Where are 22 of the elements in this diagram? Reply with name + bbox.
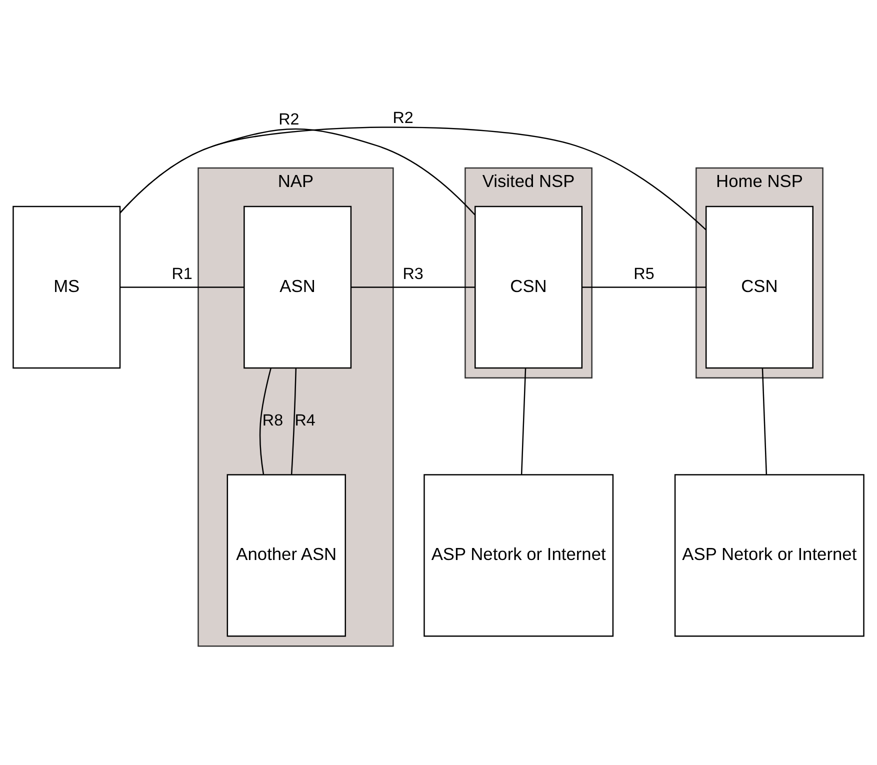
connector — [290, 368, 297, 474]
edge-label: R3 — [402, 264, 424, 283]
edge-label: R8 — [262, 411, 284, 430]
connector — [520, 368, 526, 474]
connector — [351, 286, 475, 288]
connector — [120, 126, 706, 230]
edge-label: R2 — [392, 108, 414, 126]
node-box: CSN — [705, 205, 814, 368]
connector — [120, 286, 244, 288]
connector — [762, 368, 768, 474]
node-box: CSN — [474, 205, 583, 368]
edge-label: R4 — [294, 411, 316, 430]
node-box: ASP Netork or Internet — [674, 474, 864, 636]
node-box: MS — [12, 205, 121, 368]
edge-label: R5 — [634, 264, 654, 283]
edge-label: R1 — [172, 264, 192, 283]
connector — [259, 368, 272, 474]
node-box: ASP Netork or Internet — [424, 474, 614, 636]
connector — [582, 286, 706, 288]
node-box: ASN — [244, 205, 352, 368]
node-box: Another ASN — [226, 474, 346, 636]
edge-label: R2 — [278, 110, 300, 128]
